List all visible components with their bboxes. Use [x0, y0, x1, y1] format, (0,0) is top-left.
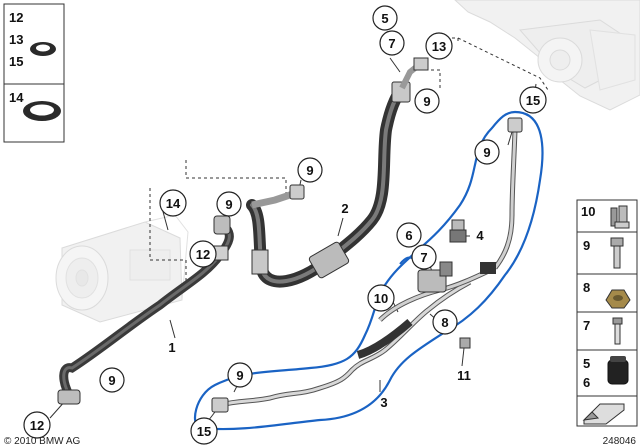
part-11-clip — [459, 337, 471, 349]
hose-1-lower-fitting — [57, 389, 81, 405]
svg-text:6: 6 — [405, 228, 412, 243]
small-o-ring-icon — [30, 42, 56, 56]
callout-7-top: 7 — [379, 30, 405, 56]
pipe-3-valve-block — [417, 269, 447, 293]
callout-12-left: 12 — [189, 240, 217, 268]
callout-11: 11 — [457, 368, 471, 383]
pipe-3-sleeve — [480, 262, 496, 274]
seal-label-15: 15 — [9, 54, 23, 69]
pipe-3 — [211, 117, 523, 413]
svg-text:4: 4 — [476, 228, 484, 243]
side-legend: 10 9 8 7 5 6 — [576, 199, 638, 427]
bracket-clip-icon — [610, 205, 630, 229]
callout-5: 5 — [372, 5, 398, 31]
callout-10: 10 — [367, 284, 395, 312]
hose-2 — [246, 57, 429, 288]
side-legend-label-5: 5 — [583, 356, 590, 371]
svg-text:9: 9 — [225, 197, 232, 212]
callout-9-lower-center: 9 — [227, 362, 253, 388]
callout-13: 13 — [425, 32, 453, 60]
side-legend-label-8: 8 — [583, 280, 590, 295]
callout-9-center: 9 — [297, 157, 323, 183]
callout-7-center: 7 — [411, 244, 437, 270]
svg-text:2: 2 — [341, 201, 348, 216]
callout-9-right: 9 — [474, 139, 500, 165]
callout-3: 3 — [380, 395, 387, 410]
callout-12-bottom: 12 — [23, 411, 51, 439]
svg-text:9: 9 — [306, 163, 313, 178]
callout-1: 1 — [168, 340, 175, 355]
svg-text:12: 12 — [30, 418, 44, 433]
callout-8: 8 — [432, 309, 458, 335]
diagram-id-text: 248046 — [603, 436, 637, 447]
svg-text:15: 15 — [197, 424, 211, 439]
svg-text:9: 9 — [236, 368, 243, 383]
part-4-valve — [449, 219, 467, 243]
seal-legend: 12 13 15 14 — [3, 3, 65, 143]
svg-text:9: 9 — [108, 373, 115, 388]
callout-9-left: 9 — [216, 191, 242, 217]
svg-text:7: 7 — [420, 250, 427, 265]
side-legend-label-10: 10 — [581, 204, 595, 219]
arrow-icon — [582, 403, 625, 425]
side-legend-row-7 — [576, 311, 638, 351]
svg-text:9: 9 — [423, 94, 430, 109]
valve-insert-icon — [612, 317, 623, 345]
svg-text:1: 1 — [168, 340, 175, 355]
svg-text:5: 5 — [381, 11, 388, 26]
svg-text:13: 13 — [432, 39, 446, 54]
svg-text:7: 7 — [388, 36, 395, 51]
callout-9-top: 9 — [414, 88, 440, 114]
callouts: 5 7 13 9 15 9 9 2 14 9 12 4 6 7 10 8 11 … — [23, 5, 547, 445]
callout-6: 6 — [396, 222, 422, 248]
side-legend-row-9 — [576, 231, 638, 275]
svg-text:12: 12 — [196, 247, 210, 262]
svg-text:10: 10 — [374, 291, 388, 306]
callout-14: 14 — [159, 189, 187, 217]
svg-text:9: 9 — [483, 145, 490, 160]
seal-label-14: 14 — [9, 90, 24, 105]
callout-4: 4 — [476, 228, 484, 243]
svg-text:8: 8 — [441, 315, 448, 330]
compressor-ghost — [55, 214, 189, 323]
highlight-outline — [193, 110, 544, 431]
seal-label-12: 12 — [9, 10, 23, 25]
cap-icon — [607, 356, 629, 385]
callout-2: 2 — [341, 201, 348, 216]
side-legend-label-6: 6 — [583, 375, 590, 390]
callout-15-top: 15 — [519, 86, 547, 114]
large-o-ring-icon — [23, 101, 61, 121]
svg-text:14: 14 — [166, 196, 181, 211]
copyright-text: © 2010 BMW AG — [4, 436, 81, 447]
side-legend-label-9: 9 — [583, 238, 590, 253]
hose-2-muffler — [308, 241, 350, 279]
callout-15-bottom: 15 — [190, 417, 218, 445]
svg-text:11: 11 — [457, 368, 471, 383]
pipe-3-lower-fitting — [211, 397, 229, 413]
side-legend-label-7: 7 — [583, 318, 590, 333]
seal-label-13: 13 — [9, 32, 23, 47]
hose-1-upper-fitting — [213, 215, 231, 235]
bolt-icon — [610, 237, 624, 269]
hex-nut-icon — [605, 289, 631, 309]
engine-block-ghost — [454, 0, 640, 111]
callout-9-lower-left: 9 — [99, 367, 125, 393]
svg-text:3: 3 — [380, 395, 387, 410]
svg-text:15: 15 — [526, 93, 540, 108]
